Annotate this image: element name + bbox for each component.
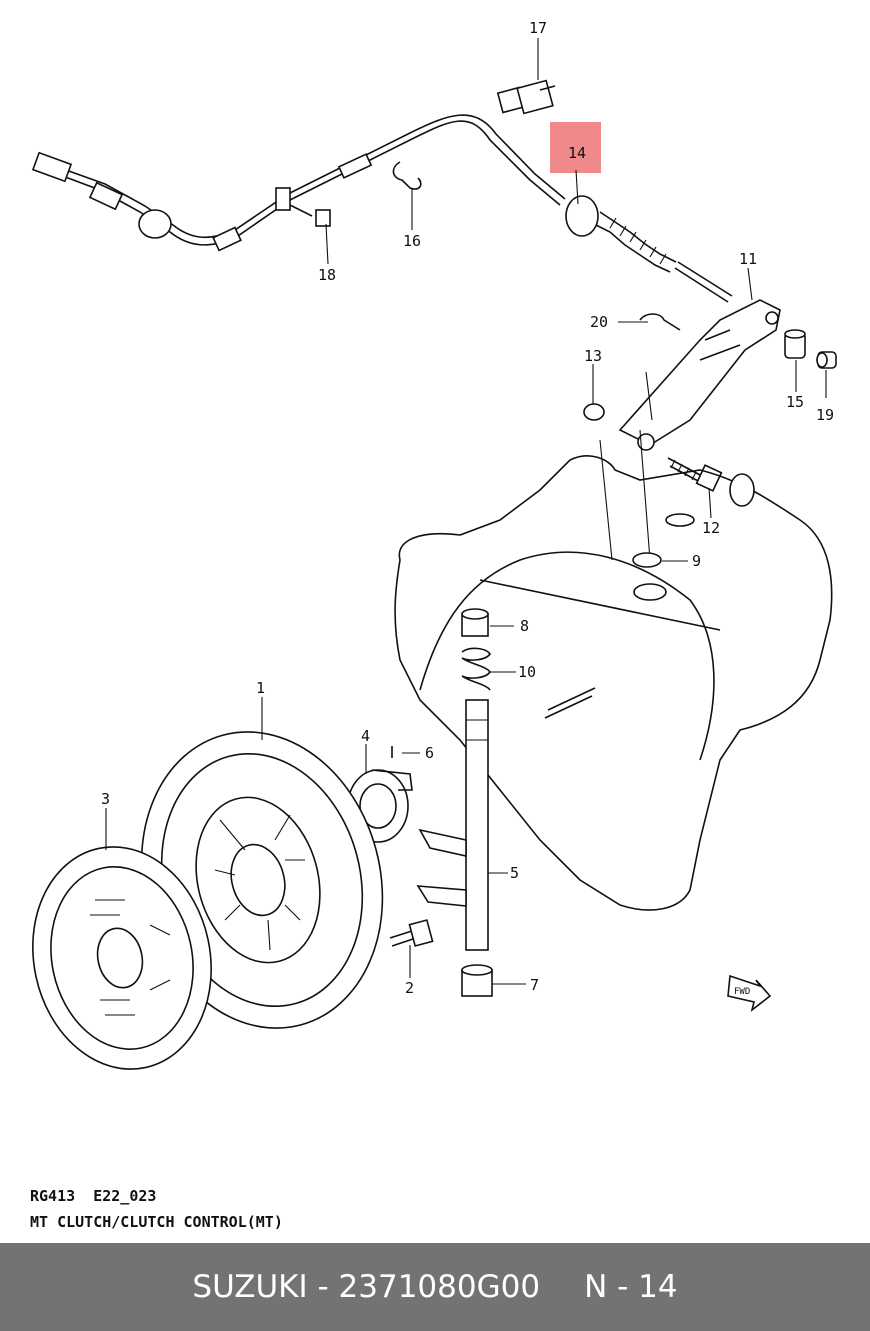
callout-10: 10 (518, 663, 536, 681)
part-13-washer (583, 403, 605, 421)
part-3-clutch-disc (32, 846, 212, 1070)
callout-labels: 17 14 16 18 11 20 13 15 19 12 9 8 10 1 4… (101, 19, 834, 997)
diagram-caption: RG413 E22_023 MT CLUTCH/CLUTCH CONTROL(MT… (30, 1183, 283, 1235)
part-5-shaft (416, 699, 489, 951)
part-16-hook (392, 161, 422, 190)
part-8-bushing (461, 608, 489, 637)
callout-9: 9 (692, 552, 701, 570)
caption-title: MT CLUTCH/CLUTCH CONTROL(MT) (30, 1213, 283, 1231)
part-19-cap (816, 351, 837, 369)
fwd-label: FWD (734, 987, 750, 997)
callout-2: 2 (405, 979, 414, 997)
callout-3: 3 (101, 790, 110, 808)
callout-5: 5 (510, 864, 519, 882)
callout-6: 6 (425, 744, 434, 762)
highlight-box-14 (550, 122, 601, 173)
part-2-bolt (389, 919, 434, 947)
part-10-spring (461, 647, 491, 691)
part-9-washer (632, 552, 662, 568)
callout-1: 1 (256, 679, 265, 697)
callout-8: 8 (520, 617, 529, 635)
part-12-bolt (667, 457, 723, 492)
part-17-clip (496, 79, 556, 115)
transmission-housing (394, 429, 833, 911)
part-11-lever (618, 299, 781, 451)
footer-ref: N - 14 (584, 1269, 678, 1305)
footer-bar: SUZUKI - 2371080G00 N - 14 (0, 1243, 870, 1331)
clutch-exploded-diagram: FWD 17 14 16 18 11 20 13 15 19 12 (31, 19, 837, 1070)
fwd-arrow: FWD (727, 974, 772, 1013)
callout-20: 20 (590, 313, 608, 331)
part-18-bolt (275, 187, 331, 227)
callout-4: 4 (361, 727, 370, 745)
caption-code: RG413 E22_023 (30, 1187, 157, 1205)
footer-brand-part: SUZUKI - 2371080G00 (192, 1269, 541, 1305)
callout-7: 7 (530, 976, 539, 994)
part-20-pin (639, 313, 681, 331)
callout-12: 12 (702, 519, 720, 537)
callout-19: 19 (816, 406, 834, 424)
part-7-bushing (461, 964, 493, 997)
part-15-bushing (784, 329, 806, 359)
callout-13: 13 (584, 347, 602, 365)
callout-15: 15 (786, 393, 804, 411)
callout-17: 17 (529, 19, 547, 37)
callout-18: 18 (318, 266, 336, 284)
callout-14: 14 (568, 144, 586, 162)
callout-16: 16 (403, 232, 421, 250)
clutch-cable (31, 114, 733, 303)
callout-11: 11 (739, 250, 757, 268)
leader-lines (105, 38, 827, 985)
